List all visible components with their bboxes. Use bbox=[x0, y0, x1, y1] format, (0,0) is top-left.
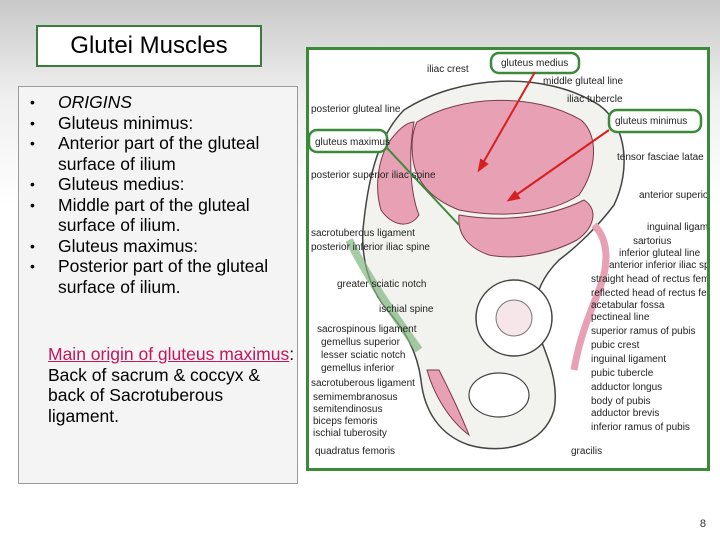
bullet-gluteus-maximus: •Gluteus maximus: bbox=[30, 235, 199, 256]
svg-text:inguinal ligament: inguinal ligament bbox=[647, 222, 707, 233]
left-labels: posterior gluteal line posterior superio… bbox=[311, 104, 436, 457]
page-number: 8 bbox=[699, 518, 706, 530]
svg-text:semitendinosus: semitendinosus bbox=[313, 404, 382, 415]
svg-text:sacrotuberous ligament: sacrotuberous ligament bbox=[311, 228, 415, 239]
svg-text:anterior inferior iliac spine: anterior inferior iliac spine bbox=[609, 260, 707, 271]
svg-text:gemellus inferior: gemellus inferior bbox=[321, 363, 395, 374]
svg-text:biceps femoris: biceps femoris bbox=[313, 416, 377, 427]
svg-text:iliac tubercle: iliac tubercle bbox=[567, 94, 623, 105]
svg-text:superior ramus of pubis: superior ramus of pubis bbox=[591, 326, 696, 337]
svg-text:pubic crest: pubic crest bbox=[591, 340, 640, 351]
svg-text:acetabular fossa: acetabular fossa bbox=[591, 300, 665, 311]
gluteus-medius-area bbox=[411, 99, 594, 215]
text-panel bbox=[18, 86, 298, 484]
svg-text:posterior gluteal line: posterior gluteal line bbox=[311, 104, 401, 115]
callout-gluteus-minimus: gluteus minimus bbox=[607, 108, 703, 134]
svg-text:gemellus superior: gemellus superior bbox=[321, 337, 401, 348]
svg-text:reflected head of rectus femor: reflected head of rectus femoris bbox=[591, 288, 707, 299]
svg-text:ischial spine: ischial spine bbox=[379, 304, 434, 315]
svg-text:sacrotuberous ligament: sacrotuberous ligament bbox=[311, 378, 415, 389]
svg-text:inferior gluteal line: inferior gluteal line bbox=[619, 248, 701, 259]
gluteus-minimus-area bbox=[458, 199, 594, 258]
main-origin-note: Main origin of gluteus maximus: Back of … bbox=[48, 344, 295, 426]
main-origin-heading: Main origin of gluteus maximus bbox=[48, 344, 290, 364]
origins-bullet-list: •ORIGINS •Gluteus minimus: •Anterior par… bbox=[22, 92, 297, 297]
arrowhead-medius bbox=[477, 158, 489, 173]
svg-text:body of pubis: body of pubis bbox=[591, 396, 651, 407]
svg-text:semimembranosus: semimembranosus bbox=[313, 392, 397, 403]
svg-text:straight head of rectus femori: straight head of rectus femoris bbox=[591, 274, 707, 285]
bullet-minimus-origin: •Anterior part of the gluteal surface of… bbox=[30, 133, 260, 174]
arrow-medius bbox=[478, 71, 536, 171]
svg-text:sacrospinous ligament: sacrospinous ligament bbox=[317, 324, 417, 335]
svg-text:greater sciatic notch: greater sciatic notch bbox=[337, 279, 427, 290]
main-origin-body: Back of sacrum & coccyx & back of Sacrot… bbox=[48, 364, 261, 426]
svg-text:posterior inferior iliac spine: posterior inferior iliac spine bbox=[311, 242, 430, 253]
svg-text:anterior superior iliac spine: anterior superior iliac spine bbox=[639, 190, 707, 201]
bullet-origins: •ORIGINS bbox=[30, 92, 132, 112]
bullet-gluteus-minimus: •Gluteus minimus: bbox=[30, 112, 194, 133]
svg-text:adductor brevis: adductor brevis bbox=[591, 408, 659, 419]
svg-text:gracilis: gracilis bbox=[571, 446, 602, 457]
svg-text:ischial tuberosity: ischial tuberosity bbox=[313, 428, 387, 439]
ischial-tuberosity bbox=[426, 369, 471, 437]
svg-text:iliac crest: iliac crest bbox=[427, 64, 469, 75]
svg-text:pubic tubercle: pubic tubercle bbox=[591, 368, 654, 379]
svg-text:sartorius: sartorius bbox=[633, 236, 671, 247]
svg-text:lesser sciatic notch: lesser sciatic notch bbox=[321, 350, 405, 361]
hip-bone-figure: gluteus medius gluteus minimus gluteus m… bbox=[306, 47, 710, 471]
acetabular-fossa bbox=[495, 299, 533, 337]
callout-gluteus-maximus: gluteus maximus bbox=[309, 128, 390, 154]
callout-gluteus-medius: gluteus medius bbox=[489, 51, 581, 75]
right-labels: tensor fasciae latae anterior superior i… bbox=[571, 152, 707, 457]
svg-text:adductor longus: adductor longus bbox=[591, 382, 662, 393]
slide-title-text: Glutei Muscles bbox=[70, 32, 228, 59]
svg-text:gluteus medius: gluteus medius bbox=[501, 58, 568, 69]
svg-text:tensor fasciae latae: tensor fasciae latae bbox=[617, 152, 704, 163]
obturator-foramen bbox=[468, 372, 530, 418]
svg-text:gluteus minimus: gluteus minimus bbox=[615, 116, 687, 127]
hip-bone-illustration: gluteus medius gluteus minimus gluteus m… bbox=[309, 51, 707, 457]
arrow-maximus bbox=[386, 147, 460, 226]
gluteus-maximus-area bbox=[377, 121, 420, 225]
svg-text:posterior superior iliac spine: posterior superior iliac spine bbox=[311, 170, 436, 181]
bullet-maximus-origin: •Posterior part of the gluteal surface o… bbox=[30, 256, 269, 297]
svg-text:inguinal ligament: inguinal ligament bbox=[591, 354, 666, 365]
arrow-minimus bbox=[508, 129, 610, 201]
anterior-muscle-attachments bbox=[570, 222, 610, 371]
top-labels: iliac crest middle gluteal line iliac tu… bbox=[427, 64, 623, 105]
svg-text:middle gluteal line: middle gluteal line bbox=[543, 76, 623, 87]
slide-title: Glutei Muscles bbox=[36, 25, 262, 67]
svg-text:gluteus maximus: gluteus maximus bbox=[315, 137, 390, 148]
svg-text:pectineal line: pectineal line bbox=[591, 312, 650, 323]
svg-text:quadratus femoris: quadratus femoris bbox=[315, 446, 395, 457]
svg-text:inferior ramus of pubis: inferior ramus of pubis bbox=[591, 422, 690, 433]
bullet-gluteus-medius: •Gluteus medius: bbox=[30, 174, 185, 194]
sacrotuberous-ligament bbox=[345, 238, 423, 353]
indicator-arrows bbox=[386, 71, 610, 226]
arrowhead-minimus bbox=[506, 190, 521, 202]
bullet-medius-origin: •Middle part of the gluteal surface of i… bbox=[30, 194, 250, 236]
